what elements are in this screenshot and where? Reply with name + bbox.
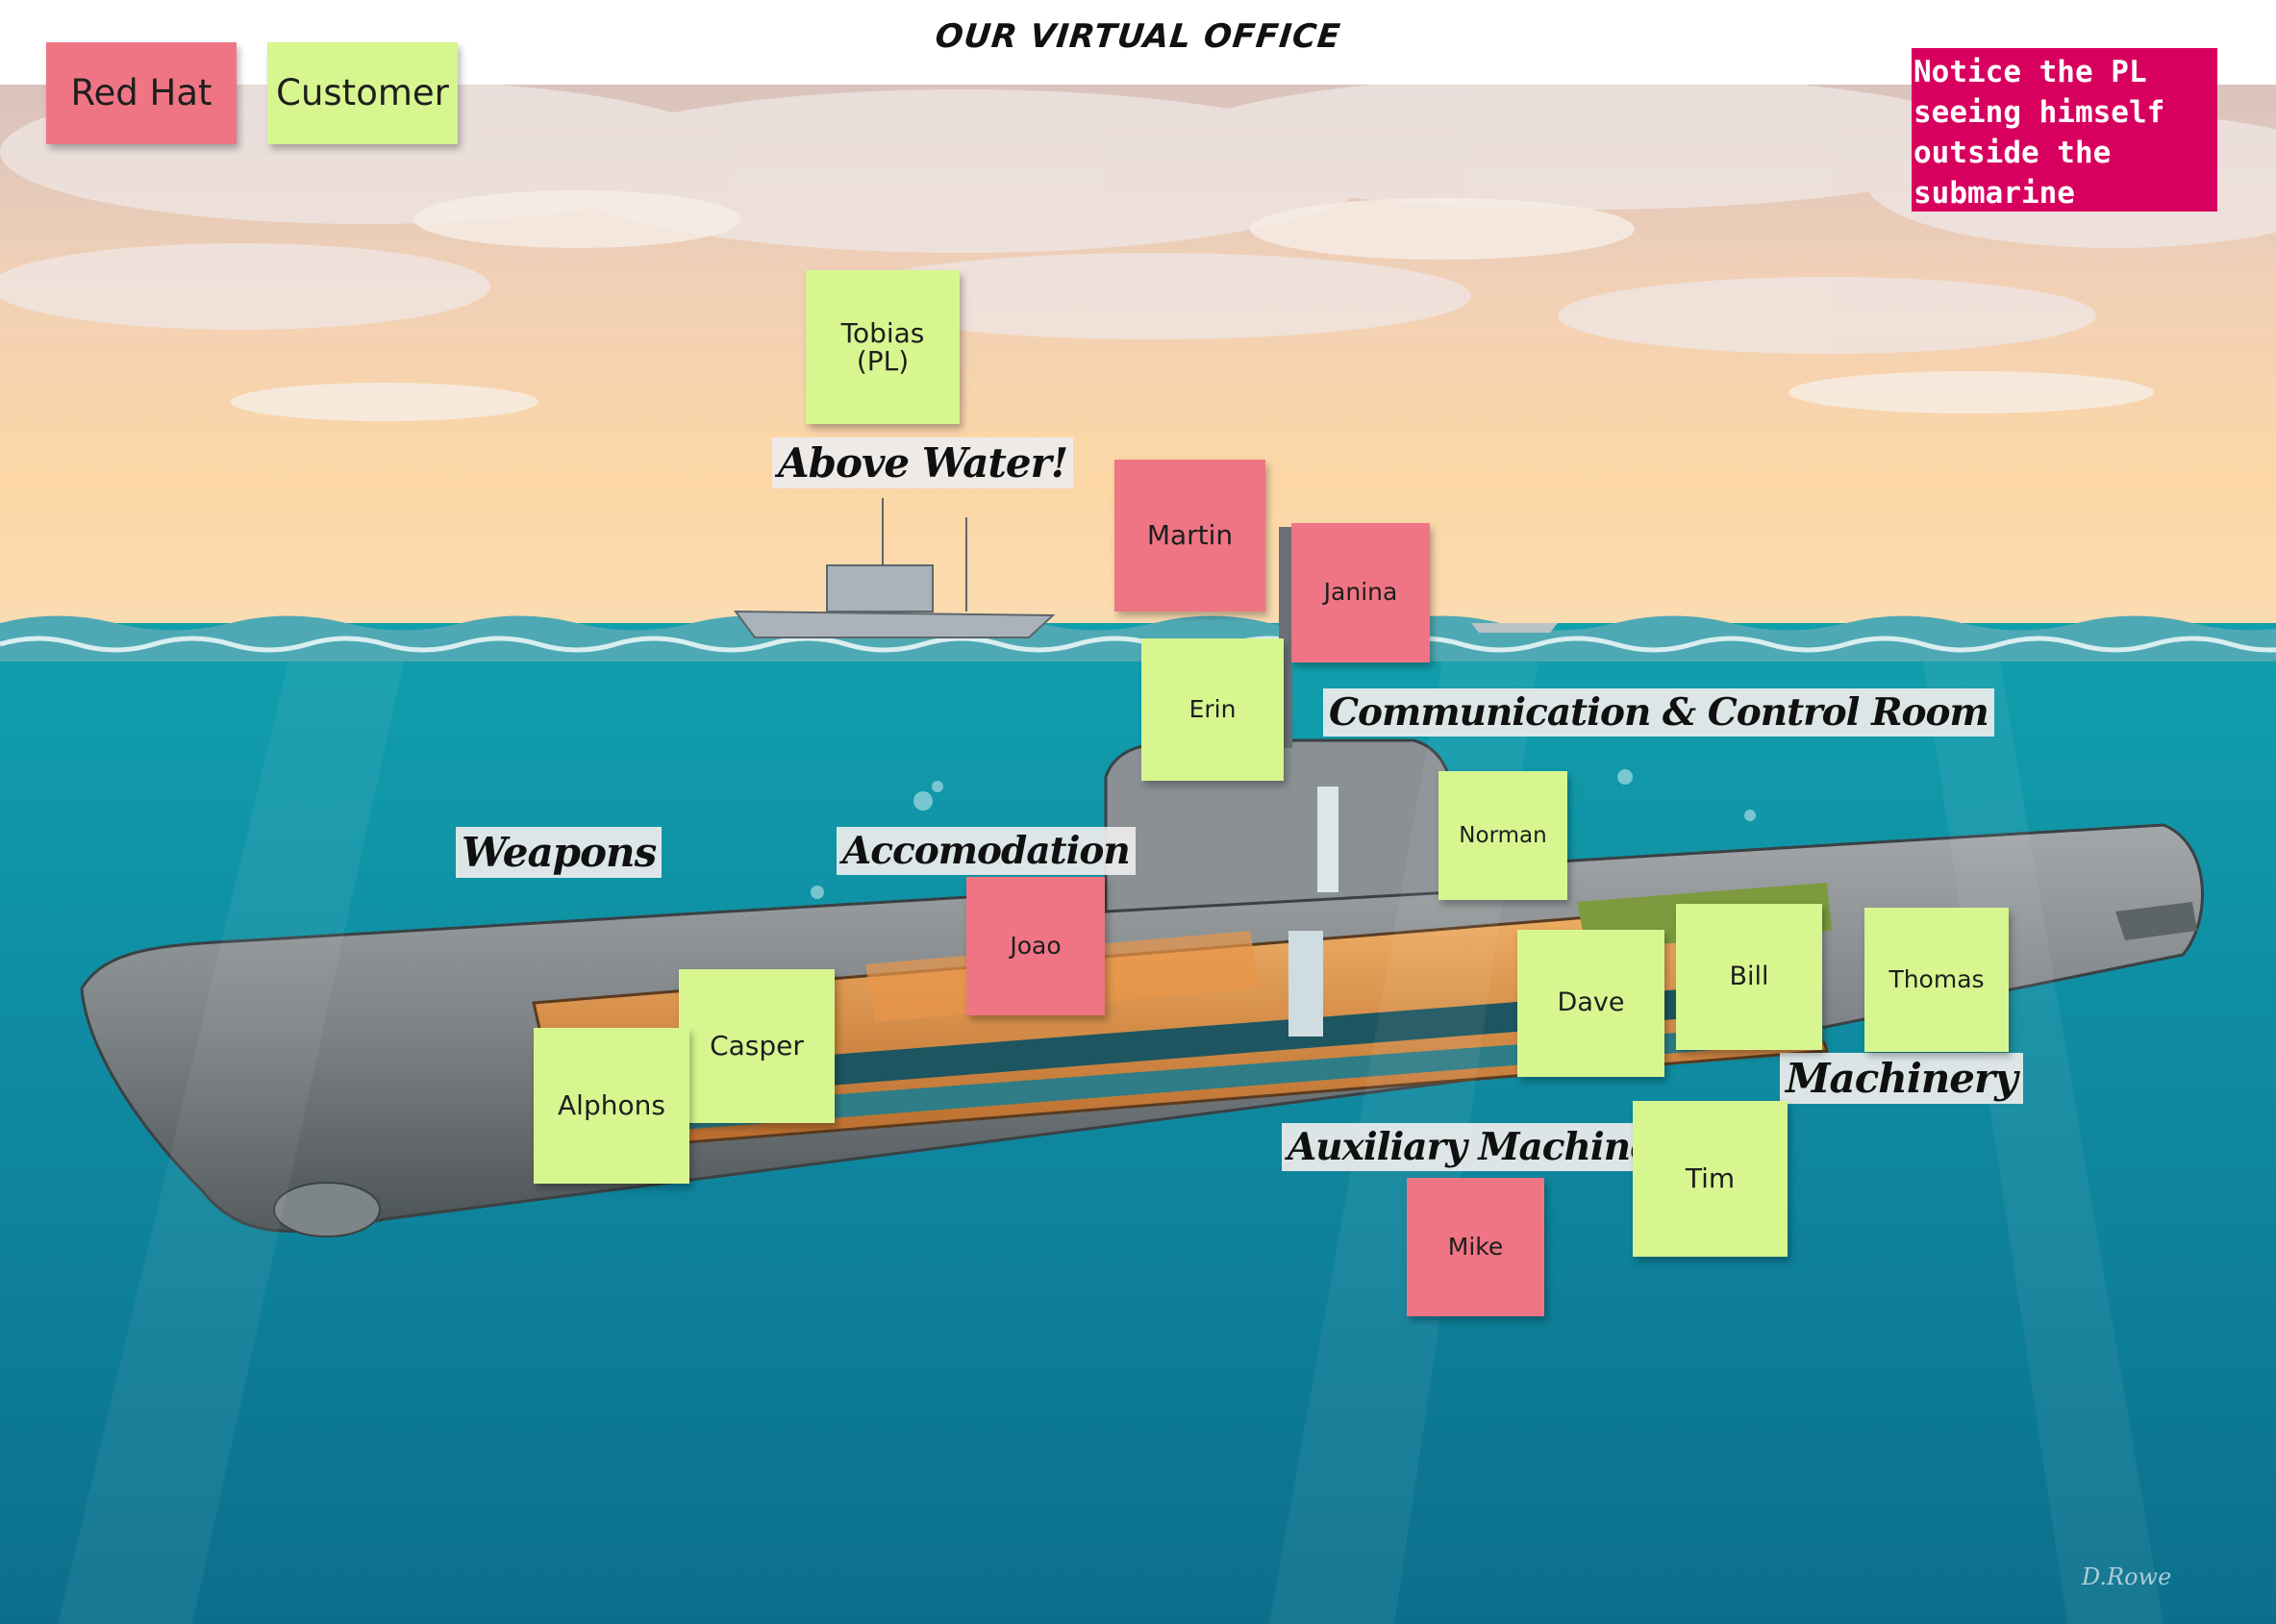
person-sticky-erin[interactable]: Erin xyxy=(1141,638,1284,781)
artist-signature: D.Rowe xyxy=(2081,1563,2171,1590)
legend-red-hat-sticky[interactable]: Red Hat xyxy=(46,42,237,144)
person-sticky-janina[interactable]: Janina xyxy=(1291,523,1430,662)
person-sticky-joao[interactable]: Joao xyxy=(966,877,1105,1015)
person-sticky-mike[interactable]: Mike xyxy=(1407,1178,1544,1316)
zone-label-above-water: Above Water! xyxy=(772,437,1074,488)
zone-label-accomodation: Accomodation xyxy=(837,827,1136,875)
person-sticky-casper[interactable]: Casper xyxy=(679,969,835,1123)
person-sticky-tobias[interactable]: Tobias (PL) xyxy=(806,270,960,424)
submarine-background-illustration: D.Rowe xyxy=(0,85,2276,1624)
info-note[interactable]: Notice the PL seeing himself outside the… xyxy=(1912,48,2217,212)
person-sticky-tim[interactable]: Tim xyxy=(1633,1101,1788,1257)
person-sticky-norman[interactable]: Norman xyxy=(1438,771,1567,900)
person-sticky-dave[interactable]: Dave xyxy=(1517,930,1664,1077)
zone-label-auxiliary-machinery: Auxiliary Machinery xyxy=(1282,1123,1699,1171)
person-sticky-bill[interactable]: Bill xyxy=(1676,904,1822,1050)
zone-label-weapons: Weapons xyxy=(456,827,663,878)
person-sticky-thomas[interactable]: Thomas xyxy=(1864,908,2009,1052)
zone-label-machinery: Machinery xyxy=(1780,1053,2023,1104)
legend-customer-sticky[interactable]: Customer xyxy=(267,42,458,144)
person-sticky-alphons[interactable]: Alphons xyxy=(534,1028,689,1184)
person-sticky-martin[interactable]: Martin xyxy=(1114,460,1265,612)
zone-label-communication-control-room: Communication & Control Room xyxy=(1323,688,1994,737)
